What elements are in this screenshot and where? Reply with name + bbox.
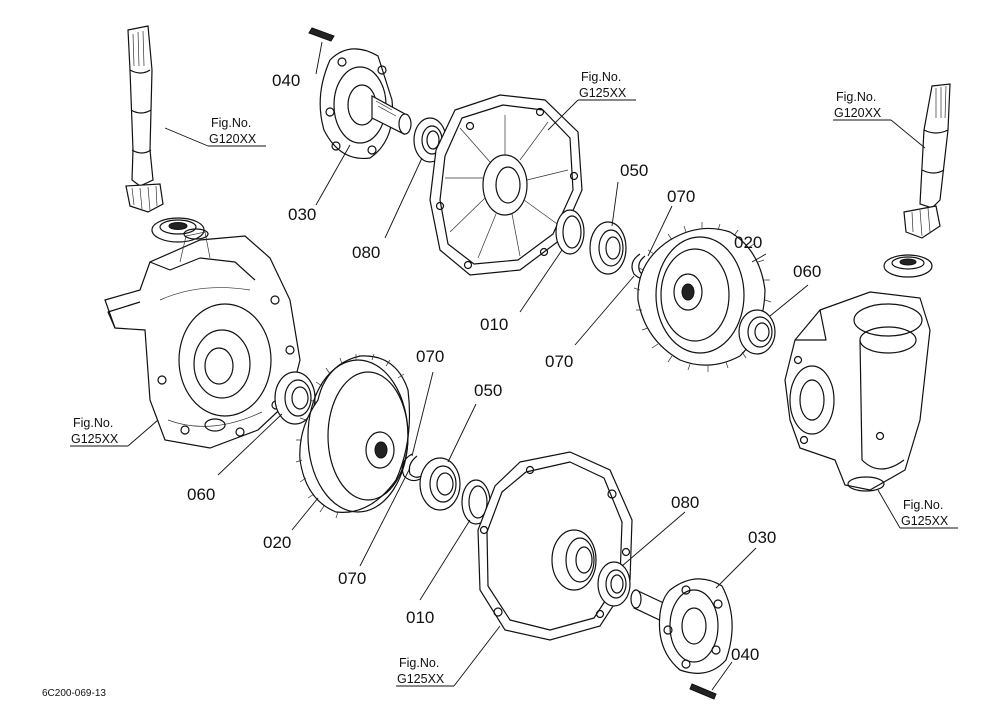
mid-bevel-gear (295, 353, 411, 519)
callout-070-mid: 070 (416, 347, 444, 366)
fig-ref-top-left-line1: Fig.No. (211, 116, 251, 130)
figure-references: Fig.No. G120XX Fig.No. G125XX Fig.No. G1… (71, 70, 949, 686)
fig-ref-top-left-line2: G120XX (209, 132, 257, 146)
fig-ref-mid-left-line2: G125XX (71, 432, 119, 446)
top-bearing-050 (589, 221, 627, 275)
part-callouts: 040 030 080 010 050 070 070 020 060 070 … (187, 71, 821, 664)
bottom-gear-cover (477, 451, 633, 641)
fig-ref-top-right-line2: G120XX (834, 106, 882, 120)
callout-070-top-b: 070 (545, 352, 573, 371)
callout-040-bottom: 040 (731, 645, 759, 664)
right-pinion-shaft (903, 83, 951, 239)
callout-040-top: 040 (272, 71, 300, 90)
fig-ref-mid-right-line2: G125XX (901, 514, 949, 528)
callout-030-bottom: 030 (748, 528, 776, 547)
callout-080-top: 080 (352, 243, 380, 262)
left-gear-housing (104, 228, 301, 449)
right-pinion-bearing (883, 254, 933, 278)
fig-ref-top-center-line1: Fig.No. (581, 70, 621, 84)
top-gear-cover (429, 94, 583, 276)
bottom-flange-shaft (630, 578, 733, 700)
leader-lines (70, 41, 958, 691)
callout-030-top: 030 (288, 205, 316, 224)
mid-bearing-050 (419, 457, 461, 511)
top-flange-shaft (308, 27, 412, 160)
callout-060-bottom: 060 (187, 485, 215, 504)
left-pinion-bearing (151, 217, 205, 243)
callout-080-bottom: 080 (671, 493, 699, 512)
callout-010-top: 010 (480, 315, 508, 334)
bottom-oil-seal (597, 561, 631, 607)
mid-snap-ring-070 (401, 453, 424, 482)
top-bearing-060 (738, 309, 776, 355)
left-pinion-shaft (125, 25, 164, 213)
callout-050-mid: 050 (474, 381, 502, 400)
mid-bearing-060 (274, 371, 316, 425)
top-bevel-gear (633, 222, 772, 372)
callout-070-top-a: 070 (667, 187, 695, 206)
top-spacer-ring (555, 209, 585, 255)
callout-010-bottom: 010 (406, 608, 434, 627)
mid-spacer-ring (461, 479, 491, 525)
drawing-code: 6C200-069-13 (42, 688, 106, 699)
callout-060-top: 060 (793, 262, 821, 281)
fig-ref-mid-right-line1: Fig.No. (903, 498, 943, 512)
callout-050-top: 050 (620, 161, 648, 180)
fig-ref-mid-left-line1: Fig.No. (73, 416, 113, 430)
fig-ref-top-center-line2: G125XX (579, 86, 627, 100)
callout-070-bottom: 070 (338, 569, 366, 588)
fig-ref-bottom-center-line1: Fig.No. (399, 656, 439, 670)
fig-ref-top-right-line1: Fig.No. (836, 90, 876, 104)
right-gear-housing (784, 291, 931, 492)
fig-ref-bottom-center-line2: G125XX (397, 672, 445, 686)
callout-020-top: 020 (734, 233, 762, 252)
callout-020-bottom: 020 (263, 533, 291, 552)
